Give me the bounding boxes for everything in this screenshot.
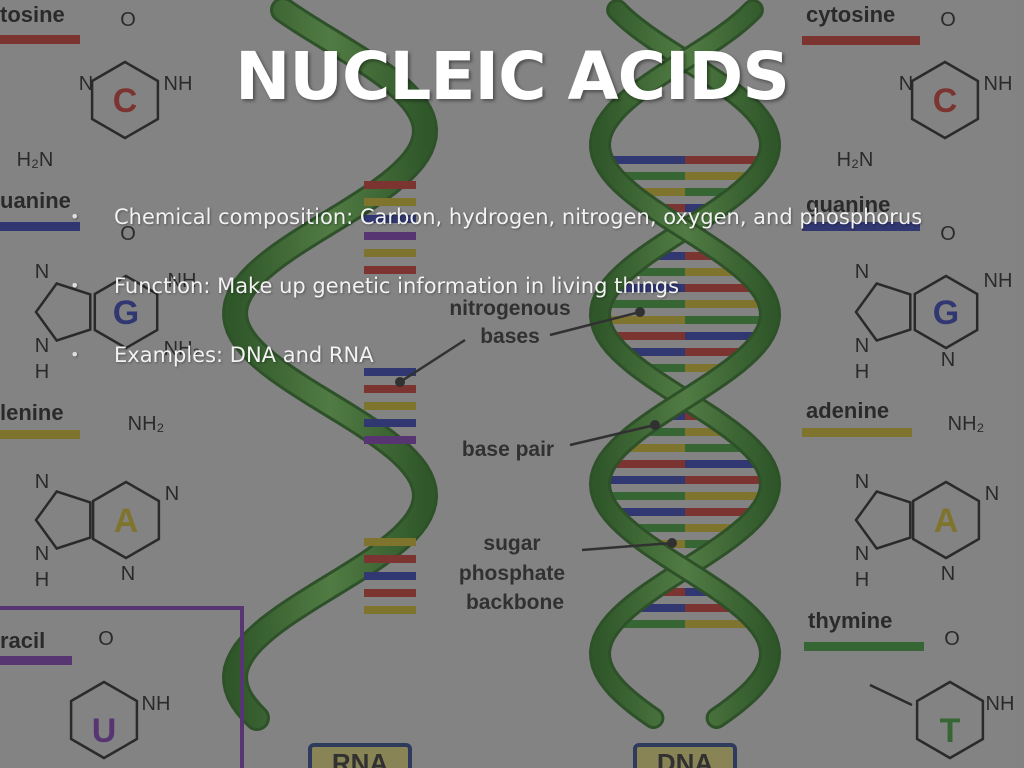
bullet-text: Examples: DNA and RNA	[114, 343, 374, 367]
bullet-dot-icon: •	[70, 207, 80, 226]
bullet-composition: • Chemical composition: Carbon, hydrogen,…	[70, 200, 1010, 269]
bullet-list: • Chemical composition: Carbon, hydrogen,…	[70, 200, 1010, 407]
slide-title: NUCLEIC ACIDS	[235, 38, 790, 115]
bullet-text: Chemical composition: Carbon, hydrogen, …	[114, 205, 923, 229]
bullet-text: Function: Make up genetic information in…	[114, 274, 680, 298]
bullet-dot-icon: •	[70, 276, 80, 295]
bullet-examples: • Examples: DNA and RNA	[70, 338, 1010, 407]
bullet-function: • Function: Make up genetic information i…	[70, 269, 1010, 338]
bullet-dot-icon: •	[70, 345, 80, 364]
